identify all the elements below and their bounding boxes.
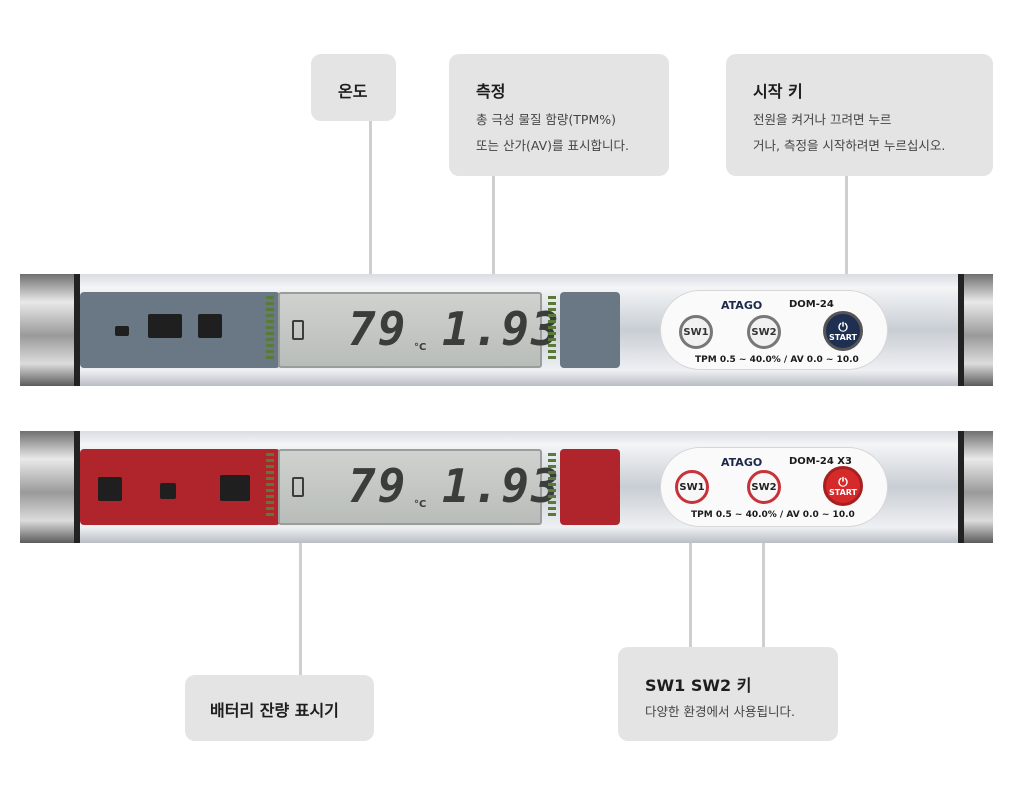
measurement-range: TPM 0.5 ~ 40.0% / AV 0.0 ~ 10.0 [695, 355, 859, 365]
sw-keys-desc: 다양한 환경에서 사용됩니다. [645, 704, 795, 719]
sw-keys-title: SW1 SW2 키 [645, 676, 752, 695]
measurement-desc-line1: 총 극성 물질 함량(TPM%) [476, 112, 617, 127]
control-panel: ATAGO DOM-24 X3 SW1 SW2 ⏻ START TPM 0.5 … [660, 447, 888, 527]
temperature-readout: 79 [348, 302, 408, 356]
brand-logo: ATAGO [721, 299, 763, 312]
connector-pins [548, 296, 556, 362]
measurement-desc-line2: 또는 산가(AV)를 표시합니다. [476, 138, 629, 153]
device-dom-24: 79 °C 1.93 ATAGO DOM-24 SW1 SW2 ⏻ START … [20, 274, 993, 386]
battery-icon [292, 320, 304, 340]
right-metal-cap [962, 431, 993, 543]
temperature-leader-line [369, 121, 372, 321]
lcd-display: 79 °C 1.93 [278, 449, 559, 525]
start-key-desc-line2: 거나, 측정을 시작하려면 누르십시오. [753, 138, 946, 153]
chip [198, 314, 222, 338]
start-label: START [828, 487, 858, 497]
start-key-title: 시작 키 [753, 82, 803, 101]
battery-title: 배터리 잔량 표시기 [210, 701, 339, 720]
temperature-title: 온도 [338, 82, 368, 101]
battery-icon [292, 477, 304, 497]
chip [220, 475, 250, 501]
power-icon: ⏻ [838, 474, 848, 489]
measurement-readout: 1.93 [442, 302, 561, 356]
left-metal-cap [20, 274, 76, 386]
right-cap-ring [958, 431, 964, 543]
measurement-title: 측정 [476, 82, 506, 101]
connector-pins [266, 296, 274, 362]
start-key-callout: 시작 키 전원을 켜거나 끄려면 누르 거나, 측정을 시작하려면 누르십시오. [726, 54, 993, 176]
sw1-button[interactable]: SW1 [679, 315, 713, 349]
brand-logo: ATAGO [721, 456, 763, 469]
left-metal-cap [20, 431, 76, 543]
right-metal-cap [962, 274, 993, 386]
power-icon: ⏻ [838, 319, 848, 334]
device-dom-24-x3: 79 °C 1.93 ATAGO DOM-24 X3 SW1 SW2 ⏻ STA… [20, 431, 993, 543]
connector-pins [266, 453, 274, 519]
battery-callout: 배터리 잔량 표시기 [185, 675, 374, 741]
chip [160, 483, 176, 499]
temperature-unit: °C [414, 499, 427, 510]
sw-keys-callout: SW1 SW2 키 다양한 환경에서 사용됩니다. [618, 647, 838, 741]
sw2-leader-line [762, 500, 765, 648]
temperature-readout: 79 [348, 459, 408, 513]
start-button[interactable]: ⏻ START [823, 466, 863, 506]
left-cap-ring [74, 274, 80, 386]
control-panel: ATAGO DOM-24 SW1 SW2 ⏻ START TPM 0.5 ~ 4… [660, 290, 888, 370]
start-label: START [828, 332, 858, 342]
start-key-leader-line [845, 176, 848, 326]
circuit-board [560, 449, 620, 525]
sw1-leader-line [689, 500, 692, 648]
measurement-range: TPM 0.5 ~ 40.0% / AV 0.0 ~ 10.0 [691, 510, 855, 520]
right-cap-ring [958, 274, 964, 386]
start-key-desc-line1: 전원을 켜거나 끄려면 누르 [753, 112, 892, 127]
circuit-board [560, 292, 620, 368]
lcd-display: 79 °C 1.93 [278, 292, 559, 368]
chip [148, 314, 182, 338]
battery-leader-line [299, 486, 302, 676]
model-label: DOM-24 X3 [789, 456, 852, 467]
model-label: DOM-24 [789, 299, 834, 310]
measurement-callout: 측정 총 극성 물질 함량(TPM%) 또는 산가(AV)를 표시합니다. [449, 54, 669, 176]
start-button[interactable]: ⏻ START [823, 311, 863, 351]
measurement-leader-line [492, 176, 495, 321]
chip [115, 326, 129, 336]
left-cap-ring [74, 431, 80, 543]
chip [98, 477, 122, 501]
sw2-button[interactable]: SW2 [747, 470, 781, 504]
sw1-button[interactable]: SW1 [675, 470, 709, 504]
connector-pins [548, 453, 556, 519]
temperature-callout: 온도 [311, 54, 396, 121]
sw2-button[interactable]: SW2 [747, 315, 781, 349]
temperature-unit: °C [414, 342, 427, 353]
measurement-readout: 1.93 [442, 459, 561, 513]
